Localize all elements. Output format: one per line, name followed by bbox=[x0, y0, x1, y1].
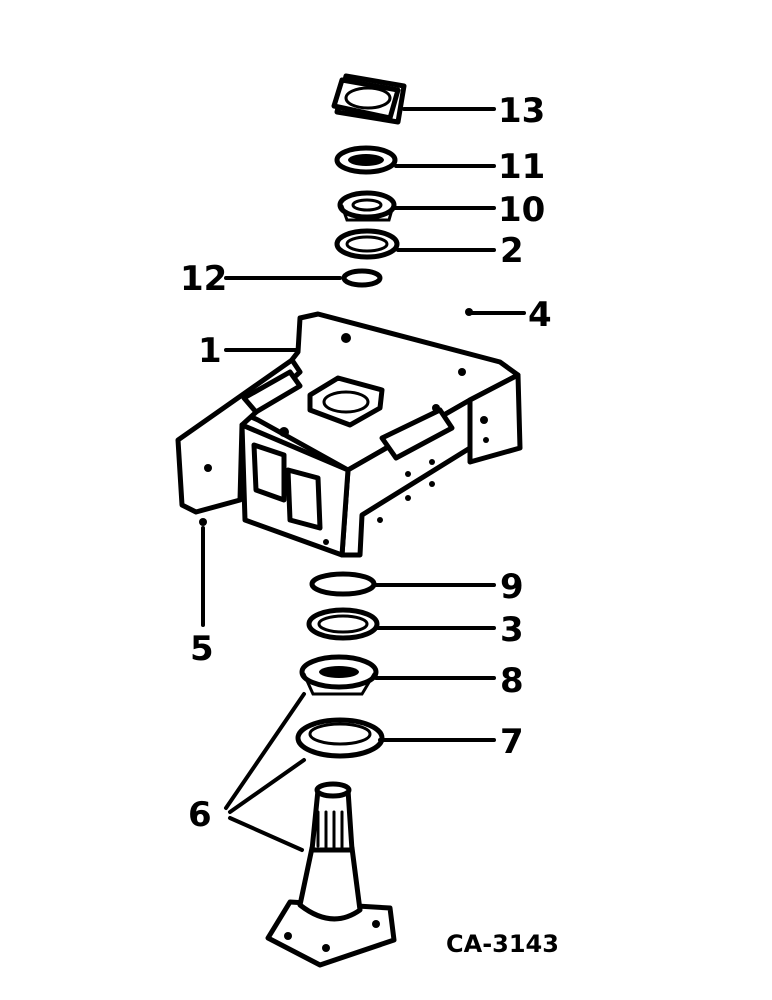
part-2-ring bbox=[334, 228, 400, 260]
part-7-bearing-cup bbox=[295, 717, 385, 759]
part-3-seal bbox=[306, 607, 380, 641]
callout-6: 6 bbox=[188, 795, 212, 835]
callout-8: 8 bbox=[500, 661, 524, 701]
part-11-bearing-cone bbox=[334, 145, 398, 175]
callout-2: 2 bbox=[500, 231, 524, 271]
part-10-bearing-cup bbox=[337, 190, 397, 222]
part-12-o-ring bbox=[341, 268, 383, 288]
part-13-cover-plate bbox=[331, 73, 407, 125]
callout-5: 5 bbox=[190, 629, 214, 669]
callout-7: 7 bbox=[500, 722, 524, 762]
leader-lines bbox=[201, 107, 526, 852]
figure-code: CA-3143 bbox=[446, 930, 559, 958]
callout-1: 1 bbox=[198, 331, 222, 371]
part-8-bearing-cone bbox=[299, 654, 379, 696]
callout-13: 13 bbox=[498, 91, 545, 131]
part-9-o-ring bbox=[309, 571, 377, 597]
part-1-housing bbox=[175, 311, 523, 558]
callout-9: 9 bbox=[500, 567, 524, 607]
callout-3: 3 bbox=[500, 610, 524, 650]
callout-12: 12 bbox=[180, 259, 227, 299]
part-6-spindle bbox=[265, 781, 397, 968]
callout-4: 4 bbox=[528, 295, 552, 335]
callout-10: 10 bbox=[498, 190, 545, 230]
part-5-pin bbox=[199, 518, 207, 526]
callout-11: 11 bbox=[498, 147, 545, 187]
